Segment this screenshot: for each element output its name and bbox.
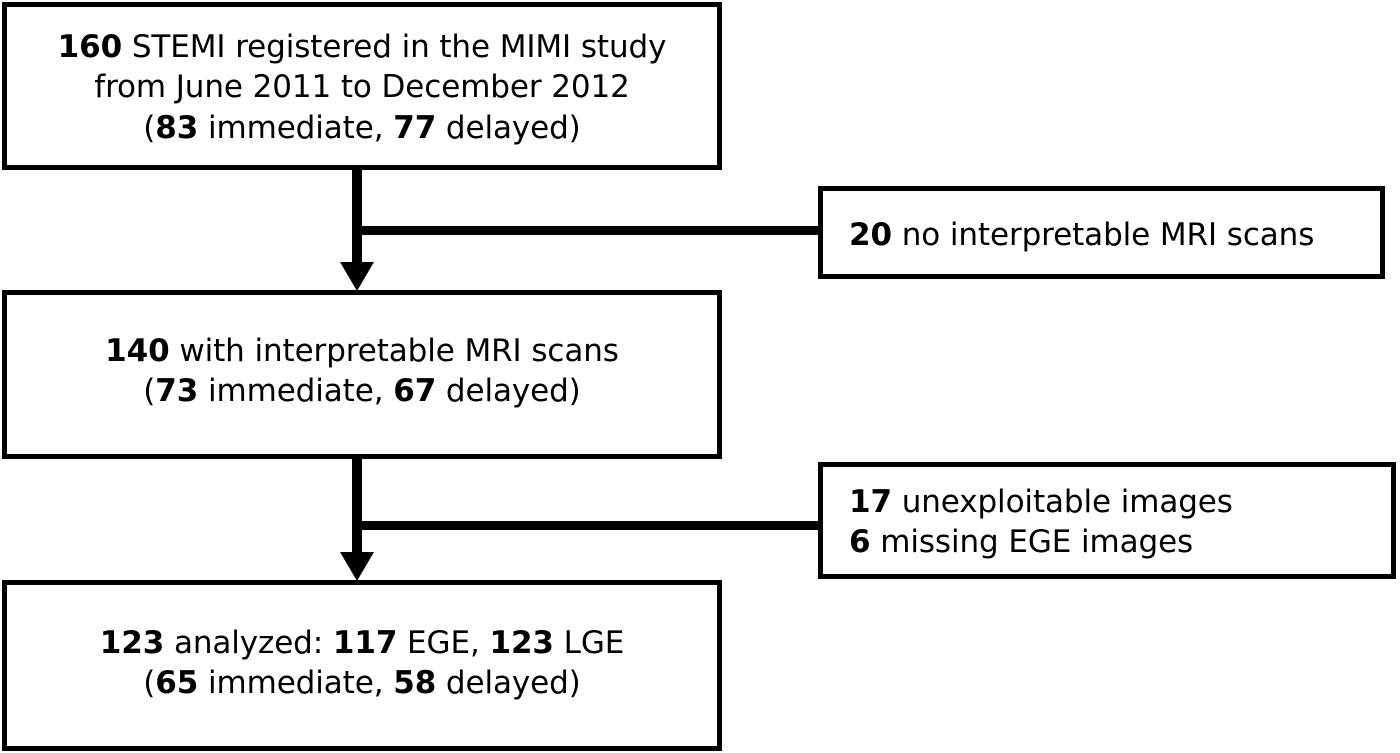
node-enrolled-line-1: 160 STEMI registered in the MIMI study — [7, 27, 717, 67]
analyzed-immediate-label: immediate, — [198, 665, 394, 702]
node-enrolled-cohort: 160 STEMI registered in the MIMI study f… — [2, 2, 722, 170]
node-analyzed-cohort: 123 analyzed: 117 EGE, 123 LGE (65 immed… — [2, 580, 722, 751]
analyzed-lge-label: LGE — [553, 625, 625, 661]
enrolled-delayed-count: 77 — [393, 109, 437, 146]
arrow-down-icon — [340, 262, 374, 291]
enrolled-line-1-text: STEMI registered in the MIMI study — [122, 29, 667, 65]
connector-enrolled-to-interpretable — [340, 170, 1170, 291]
node-excluded-mri-text: 20 no interpretable MRI scans — [823, 215, 1380, 255]
interpretable-total-count: 140 — [105, 333, 170, 369]
node-excluded-mri-line-1: 20 no interpretable MRI scans — [849, 215, 1380, 255]
node-interpretable-text: 140 with interpretable MRI scans (73 imm… — [7, 331, 717, 412]
analyzed-paren-open: ( — [143, 665, 156, 702]
node-excluded-images-line-2: 6 missing EGE images — [849, 522, 1391, 562]
node-excluded-images-text: 17 unexploitable images 6 missing EGE im… — [823, 482, 1391, 563]
enrolled-delayed-label: delayed) — [436, 109, 581, 146]
interpretable-line-1-text: with interpretable MRI scans — [169, 333, 619, 369]
connector-1-vertical-line — [352, 170, 362, 263]
node-excluded-images-line-1: 17 unexploitable images — [849, 482, 1391, 522]
node-analyzed-text: 123 analyzed: 117 EGE, 123 LGE (65 immed… — [7, 623, 717, 704]
node-enrolled-line-2: from June 2011 to December 2012 — [94, 69, 630, 106]
interpretable-delayed-label: delayed) — [436, 373, 581, 410]
excluded-missing-ege-count: 6 — [849, 524, 871, 561]
enrolled-immediate-label: immediate, — [198, 109, 394, 146]
interpretable-immediate-count: 73 — [155, 373, 199, 410]
excluded-mri-label: no interpretable MRI scans — [891, 217, 1315, 253]
node-analyzed-line-1: 123 analyzed: 117 EGE, 123 LGE — [7, 623, 717, 663]
analyzed-delayed-label: delayed) — [436, 665, 581, 702]
analyzed-delayed-count: 58 — [393, 665, 437, 702]
analyzed-total-count: 123 — [99, 625, 165, 661]
excluded-unexploitable-label: unexploitable images — [891, 484, 1233, 520]
analyzed-line-1-mid: analyzed: — [164, 625, 333, 661]
node-interpretable-mri: 140 with interpretable MRI scans (73 imm… — [2, 290, 722, 459]
enrolled-paren-open: ( — [143, 109, 156, 146]
excluded-missing-ege-label: missing EGE images — [870, 524, 1194, 561]
analyzed-ege-label: EGE, — [397, 625, 490, 661]
node-enrolled-line-3: (83 immediate, 77 delayed) — [7, 108, 717, 148]
node-enrolled-text: 160 STEMI registered in the MIMI study f… — [7, 27, 717, 148]
interpretable-delayed-count: 67 — [393, 373, 437, 410]
connector-interpretable-to-analyzed — [340, 459, 1170, 581]
node-interpretable-line-1: 140 with interpretable MRI scans — [7, 331, 717, 371]
analyzed-lge-count: 123 — [489, 625, 554, 661]
arrow-down-icon — [340, 552, 374, 581]
interpretable-paren-open: ( — [143, 373, 156, 410]
connector-2-vertical-line — [352, 459, 362, 553]
excluded-unexploitable-count: 17 — [849, 484, 892, 520]
analyzed-ege-count: 117 — [332, 625, 398, 661]
interpretable-immediate-label: immediate, — [198, 373, 394, 410]
node-interpretable-line-2: (73 immediate, 67 delayed) — [7, 371, 717, 411]
node-excluded-no-interpretable-mri: 20 no interpretable MRI scans — [818, 186, 1385, 279]
excluded-mri-count: 20 — [849, 217, 892, 253]
analyzed-immediate-count: 65 — [155, 665, 199, 702]
enrolled-immediate-count: 83 — [155, 109, 199, 146]
node-excluded-images: 17 unexploitable images 6 missing EGE im… — [818, 462, 1396, 579]
node-analyzed-line-2: (65 immediate, 58 delayed) — [7, 663, 717, 703]
enrolled-total-count: 160 — [57, 29, 123, 65]
